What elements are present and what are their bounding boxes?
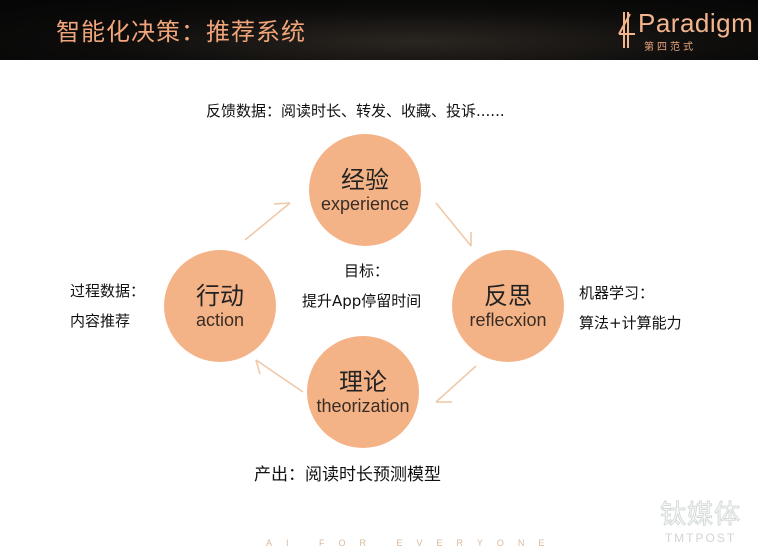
- arrow-experience-to-reflection-icon: [435, 202, 472, 247]
- node-label-en: action: [195, 310, 245, 330]
- node-label-zh: 反思: [484, 282, 532, 310]
- process-data-text: 内容推荐: [70, 312, 131, 330]
- watermark-zh: 钛媒体: [659, 500, 742, 531]
- machine-learning-label: 机器学习：: [579, 284, 655, 302]
- goal-label: 目标：: [344, 262, 390, 280]
- node-theorization: 理论 theorization: [307, 336, 419, 448]
- node-reflection: 反思 reflecxion: [452, 250, 564, 362]
- node-label-zh: 行动: [196, 282, 244, 310]
- footer-tagline: AI FOR EVERYONE: [266, 538, 559, 548]
- arrow-action-to-experience-icon: [244, 202, 291, 241]
- node-label-en: reflecxion: [469, 310, 547, 330]
- logo-brand: Paradigm: [638, 8, 754, 38]
- tmtpost-watermark: 钛媒体 TMTPOST: [659, 494, 742, 546]
- feedback-caption: 反馈数据：阅读时长、转发、收藏、投诉......: [206, 102, 505, 120]
- machine-learning-text: 算法+计算能力: [579, 314, 682, 332]
- node-label-zh: 经验: [341, 166, 389, 194]
- node-label-zh: 理论: [339, 368, 387, 396]
- node-label-en: theorization: [316, 396, 410, 416]
- slide-title: 智能化决策：推荐系统: [56, 18, 306, 46]
- process-data-label: 过程数据：: [70, 282, 146, 300]
- goal-text: 提升App停留时间: [302, 292, 422, 310]
- arrow-theorization-to-action-icon: [255, 359, 304, 393]
- node-experience: 经验 experience: [309, 134, 421, 246]
- four-mark-icon: [618, 12, 635, 48]
- slide-header: 智能化决策：推荐系统 Paradigm 第四范式: [0, 0, 758, 60]
- output-caption: 产出：阅读时长预测模型: [254, 465, 441, 485]
- node-label-en: experience: [320, 194, 410, 214]
- watermark-en: TMTPOST: [664, 531, 737, 545]
- paradigm-logo: Paradigm 第四范式: [618, 8, 753, 53]
- node-action: 行动 action: [164, 250, 276, 362]
- arrow-reflection-to-theorization-icon: [435, 365, 477, 403]
- logo-subtitle: 第四范式: [644, 42, 696, 53]
